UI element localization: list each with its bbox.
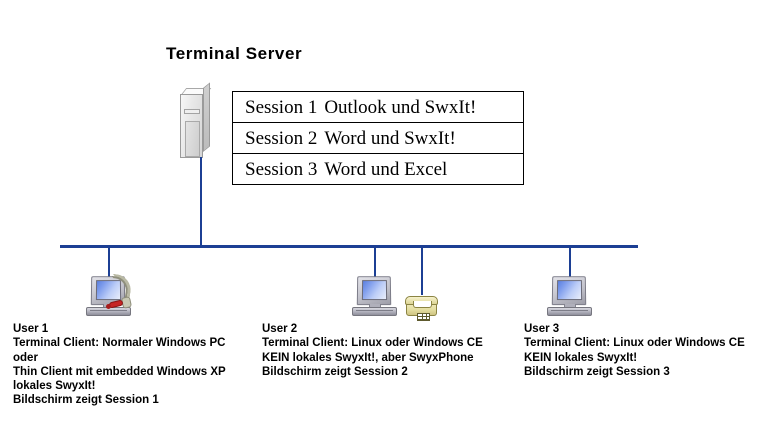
keyboard-base [547,307,592,316]
server-tower-side [203,82,210,152]
server-front-panel [185,121,200,157]
caption-line: Bildschirm zeigt Session 2 [262,365,408,378]
session-label: Session 2 [245,128,318,149]
telephone-keypad [417,313,430,321]
keyboard-base [352,307,397,316]
caption-line: Terminal Client: Normaler Windows PC [13,337,226,350]
caption-line: Bildschirm zeigt Session 1 [13,394,159,407]
telephone-handset [405,296,438,308]
user-2-phone-drop-line [421,247,423,295]
session-apps: Word und Excel [324,159,448,180]
session-row: Session 2 Word und SwxIt! [233,123,523,154]
monitor-body [356,276,392,306]
session-label: Session 3 [245,159,318,180]
monitor-screen [361,280,388,301]
monitor-neck [369,304,381,308]
caption-line: lokales SwyxIt! [13,380,96,393]
caption-line: User 2 [262,323,298,335]
caption-line: Terminal Client: Linux oder Windows CE [524,337,745,350]
user-2-caption: User 2 Terminal Client: Linux oder Windo… [262,322,483,379]
user-3-drop-line [569,247,571,281]
telephone-handset-notch [413,301,432,308]
user-1-drop-line [108,247,110,283]
user-2-drop-line [374,247,376,281]
caption-line: User 3 [524,323,560,335]
telephone-icon [405,294,439,321]
caption-line: Terminal Client: Linux oder Windows CE [262,337,483,350]
server-drop-line [200,157,202,247]
keyboard-line [90,310,127,311]
monitor-body [551,276,587,306]
user-1-caption: User 1 Terminal Client: Normaler Windows… [13,322,226,408]
user-3-computer-icon [546,276,594,320]
server-tower-front [180,94,203,158]
caption-line: User 1 [13,323,49,335]
caption-line: KEIN lokales SwyxIt! [524,351,638,364]
monitor-neck [564,304,576,308]
user-1-computer-with-headset-icon [85,273,133,320]
caption-line: KEIN lokales SwyxIt!, aber SwyxPhone [262,351,474,364]
headset-microphone-tip [106,304,111,309]
keyboard-line [356,310,393,311]
server-drive-slot [184,109,200,114]
caption-line: oder [13,351,38,364]
caption-line: Thin Client mit embedded Windows XP [13,365,226,378]
session-table: Session 1 Outlook und SwxIt! Session 2 Wor… [232,91,524,185]
user-2-computer-icon [351,276,399,320]
server-tower-icon [180,82,213,158]
headset-icon [106,273,137,311]
keyboard-line [551,310,588,311]
page-title: Terminal Server [166,44,303,63]
user-3-caption: User 3 Terminal Client: Linux oder Windo… [524,322,745,379]
session-label: Session 1 [245,97,318,118]
session-apps: Outlook und SwxIt! [324,97,477,118]
session-row: Session 1 Outlook und SwxIt! [233,92,523,123]
network-bus-line [60,245,638,248]
session-row: Session 3 Word und Excel [233,154,523,185]
caption-line: Bildschirm zeigt Session 3 [524,365,670,378]
monitor-screen [556,280,583,301]
session-apps: Word und SwxIt! [324,128,456,149]
